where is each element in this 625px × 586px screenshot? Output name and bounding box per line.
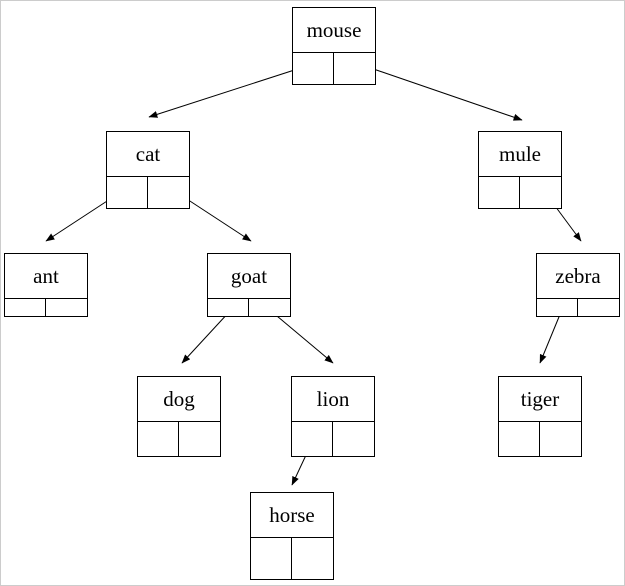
node-left-pointer-lion[interactable] [292, 422, 333, 456]
node-right-pointer-horse[interactable] [292, 538, 333, 579]
node-left-pointer-ant[interactable] [5, 299, 46, 316]
node-right-pointer-lion[interactable] [333, 422, 374, 456]
tree-edge-mouse-cat [148, 63, 314, 118]
node-right-pointer-mouse[interactable] [334, 53, 375, 84]
node-pointer-row-horse [251, 538, 333, 579]
node-pointer-row-goat [208, 299, 290, 316]
node-left-pointer-mule[interactable] [479, 177, 520, 208]
node-label-zebra: zebra [537, 254, 619, 299]
tree-node-cat[interactable]: cat [106, 131, 190, 209]
node-label-goat: goat [208, 254, 290, 299]
node-right-pointer-goat[interactable] [249, 299, 290, 316]
tree-edge-goat-lion [270, 310, 334, 364]
node-pointer-row-dog [138, 422, 220, 456]
node-right-pointer-cat[interactable] [148, 177, 189, 208]
tree-node-goat[interactable]: goat [207, 253, 291, 317]
node-left-pointer-dog[interactable] [138, 422, 179, 456]
tree-node-mouse[interactable]: mouse [292, 7, 376, 85]
node-right-pointer-ant[interactable] [46, 299, 87, 316]
node-pointer-row-lion [292, 422, 374, 456]
node-label-tiger: tiger [499, 377, 581, 422]
node-pointer-row-ant [5, 299, 87, 316]
node-right-pointer-mule[interactable] [520, 177, 561, 208]
node-label-lion: lion [292, 377, 374, 422]
node-label-dog: dog [138, 377, 220, 422]
node-right-pointer-zebra[interactable] [578, 299, 619, 316]
tree-node-dog[interactable]: dog [137, 376, 221, 457]
node-label-ant: ant [5, 254, 87, 299]
node-label-cat: cat [107, 132, 189, 177]
node-pointer-row-tiger [499, 422, 581, 456]
node-label-mouse: mouse [293, 8, 375, 53]
node-right-pointer-dog[interactable] [179, 422, 220, 456]
node-pointer-row-mule [479, 177, 561, 208]
node-left-pointer-horse[interactable] [251, 538, 292, 579]
node-label-mule: mule [479, 132, 561, 177]
tree-node-mule[interactable]: mule [478, 131, 562, 209]
node-left-pointer-zebra[interactable] [537, 299, 578, 316]
node-left-pointer-tiger[interactable] [499, 422, 540, 456]
node-label-horse: horse [251, 493, 333, 538]
tree-node-ant[interactable]: ant [4, 253, 88, 317]
tree-edge-mouse-mule [355, 62, 523, 121]
tree-node-lion[interactable]: lion [291, 376, 375, 457]
node-left-pointer-mouse[interactable] [293, 53, 334, 84]
tree-node-horse[interactable]: horse [250, 492, 334, 580]
node-pointer-row-mouse [293, 53, 375, 84]
tree-node-tiger[interactable]: tiger [498, 376, 582, 457]
node-pointer-row-cat [107, 177, 189, 208]
tree-edge-goat-dog [181, 310, 231, 364]
tree-node-zebra[interactable]: zebra [536, 253, 620, 317]
node-pointer-row-zebra [537, 299, 619, 316]
tree-edge-zebra-tiger [539, 311, 562, 364]
node-left-pointer-cat[interactable] [107, 177, 148, 208]
node-left-pointer-goat[interactable] [208, 299, 249, 316]
node-right-pointer-tiger[interactable] [540, 422, 581, 456]
